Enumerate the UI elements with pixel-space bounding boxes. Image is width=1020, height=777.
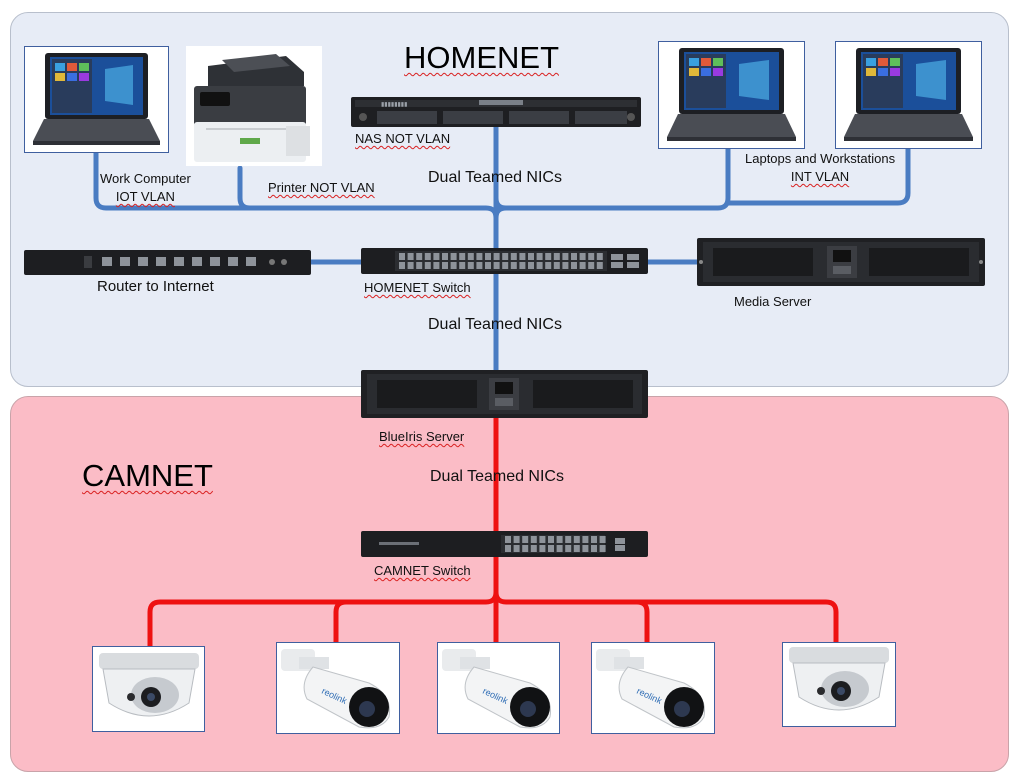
teamed-nics-label-top: Dual Teamed NICs (428, 168, 562, 188)
router[interactable] (24, 250, 311, 275)
work-computer-label: Work Computer IOT VLAN (100, 170, 191, 206)
laptops-label-line1: Laptops and Workstations (745, 151, 896, 166)
svg-text:▮▮▮▮▮▮▮▮: ▮▮▮▮▮▮▮▮ (381, 102, 407, 108)
dome-camera-icon (99, 653, 199, 717)
camnet-links (147, 415, 839, 651)
printer-label: Printer NOT VLAN (268, 180, 375, 195)
switch-icon (361, 531, 648, 557)
link-laptops (493, 139, 911, 221)
camera-4[interactable]: reolink (591, 642, 715, 734)
camnet-switch-label: CAMNET Switch (374, 563, 471, 578)
teamed-nics-label-bottom: Dual Teamed NICs (430, 468, 564, 485)
laptop-icon (33, 53, 160, 145)
camera-5[interactable] (782, 642, 896, 727)
teamed-nics-text-top: Dual Teamed NICs (428, 169, 562, 186)
laptops-label: Laptops and Workstations INT VLAN (745, 150, 895, 186)
homenet-switch-label: HOMENET Switch (364, 280, 471, 295)
homenet-switch[interactable] (361, 248, 648, 274)
work-computer-label-line1: Work Computer (100, 171, 191, 186)
camera-1[interactable] (92, 646, 205, 732)
server-icon (361, 370, 648, 418)
homenet-title: HOMENET (404, 40, 559, 75)
bullet-camera-icon: reolink (596, 649, 706, 729)
laptop-icon (844, 48, 973, 141)
switch-icon (361, 248, 648, 274)
link-printer (237, 165, 253, 211)
laptop-workstation-2[interactable] (835, 41, 982, 149)
camera-3[interactable]: reolink (437, 642, 560, 734)
media-server-label: Media Server (734, 294, 812, 309)
media-server[interactable] (697, 238, 985, 286)
printer-icon (194, 54, 310, 162)
camnet-title: CAMNET (82, 458, 213, 493)
camnet-switch[interactable] (361, 531, 648, 557)
bullet-camera-icon: reolink (442, 649, 552, 729)
server-icon (697, 238, 985, 286)
router-icon (24, 250, 311, 275)
bullet-camera-icon: reolink (281, 649, 391, 729)
laptop-workstation-1[interactable] (658, 41, 805, 149)
camera-2[interactable]: reolink (276, 642, 400, 734)
laptops-label-line2: INT VLAN (790, 169, 850, 184)
printer[interactable] (186, 46, 322, 166)
nas-label: NAS NOT VLAN (355, 131, 451, 146)
teamed-nics-label-mid: Dual Teamed NICs (428, 316, 562, 333)
laptop-icon (667, 48, 796, 141)
blueiris-server[interactable] (361, 370, 648, 418)
rack-nas-icon: ▮▮▮▮▮▮▮▮ (351, 97, 641, 127)
nas-device[interactable]: ▮▮▮▮▮▮▮▮ (351, 97, 641, 127)
work-computer[interactable] (24, 46, 169, 153)
router-label: Router to Internet (97, 278, 214, 295)
blueiris-label: BlueIris Server (379, 429, 465, 444)
dome-camera-icon (789, 647, 889, 711)
link-cameras (147, 553, 839, 651)
homenet-links (93, 121, 911, 375)
work-computer-label-line2: IOT VLAN (115, 189, 175, 204)
